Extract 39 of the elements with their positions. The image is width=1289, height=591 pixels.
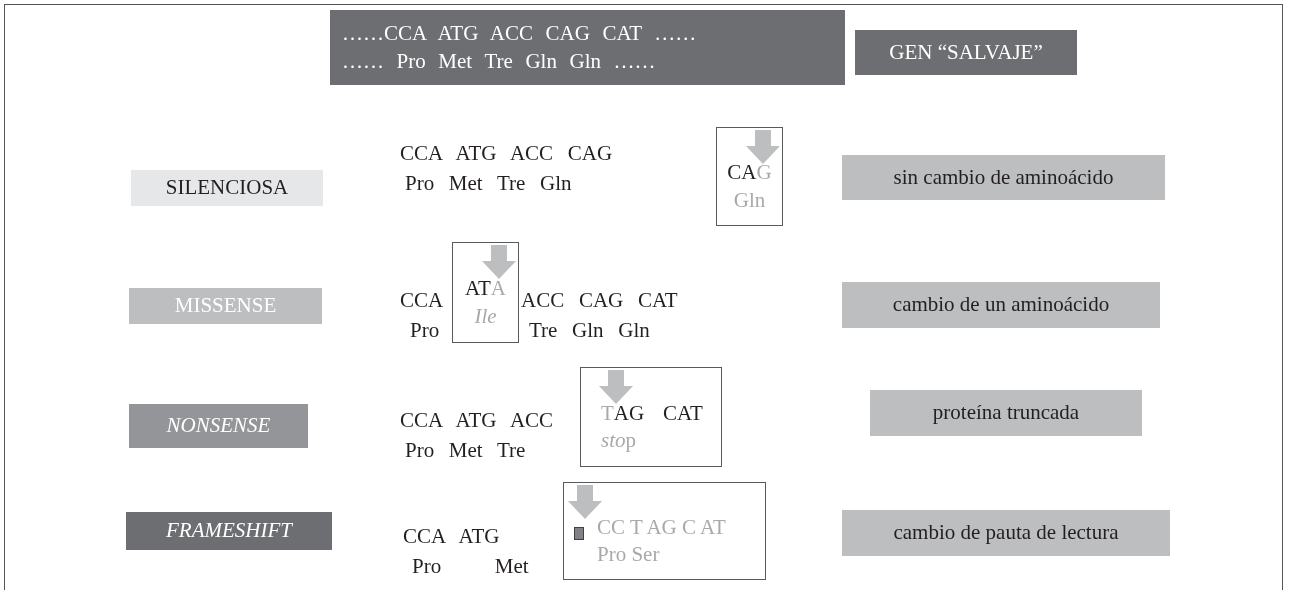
codon-text: T: [601, 399, 614, 427]
codon-text: CCA: [400, 290, 444, 311]
codon-text: Pro Met Tre: [405, 440, 526, 461]
mutation-type-label: FRAMESHIFT: [126, 512, 332, 550]
codon-text: Pro: [410, 320, 440, 341]
effect-label: proteína truncada: [870, 390, 1142, 436]
mutation-box: [716, 127, 783, 226]
mutation-box: [563, 482, 766, 580]
codon-text: CCA ATG: [403, 526, 500, 547]
codon-text: A: [490, 275, 506, 303]
mutation-type-label: NONSENSE: [129, 404, 308, 448]
effect-label: sin cambio de aminoácido: [842, 155, 1165, 200]
codon-text: Pro Met Tre Gln: [405, 173, 572, 194]
gene-label: GEN “SALVAJE”: [855, 30, 1077, 75]
codon-text: CC T AG C AT: [597, 513, 726, 541]
sequence-text: ……CCA ATG ACC CAG CAT ……: [342, 20, 697, 48]
codon-text: CCA ATG ACC: [400, 410, 554, 431]
mutation-box: [580, 367, 722, 467]
codon-text: sto: [601, 427, 626, 454]
codon-text: Ile: [474, 302, 497, 330]
effect-label: cambio de pauta de lectura: [842, 510, 1170, 556]
mutation-box: [452, 242, 519, 343]
codon-text: CCA ATG ACC CAG: [400, 143, 613, 164]
codon-text: CAT: [663, 399, 703, 427]
codon-text: p: [625, 427, 636, 454]
codon-text: G: [756, 159, 772, 187]
mutation-type-label: MISSENSE: [129, 288, 322, 324]
codon-text: ACC CAG CAT: [521, 290, 678, 311]
mutation-type-label: SILENCIOSA: [131, 170, 323, 206]
codon-text: AG: [613, 399, 645, 427]
effect-label: cambio de un aminoácido: [842, 282, 1160, 328]
codon-text: Gln: [733, 186, 766, 214]
codon-text: CA: [727, 159, 757, 187]
codon-text: AT: [465, 275, 491, 303]
codon-text: Tre Gln Gln: [529, 320, 650, 341]
codon-text: Pro Met: [412, 556, 529, 577]
sequence-banner: [330, 10, 845, 85]
sequence-text: …… Pro Met Tre Gln Gln ……: [342, 47, 656, 75]
codon-text: Pro Ser: [597, 541, 660, 568]
